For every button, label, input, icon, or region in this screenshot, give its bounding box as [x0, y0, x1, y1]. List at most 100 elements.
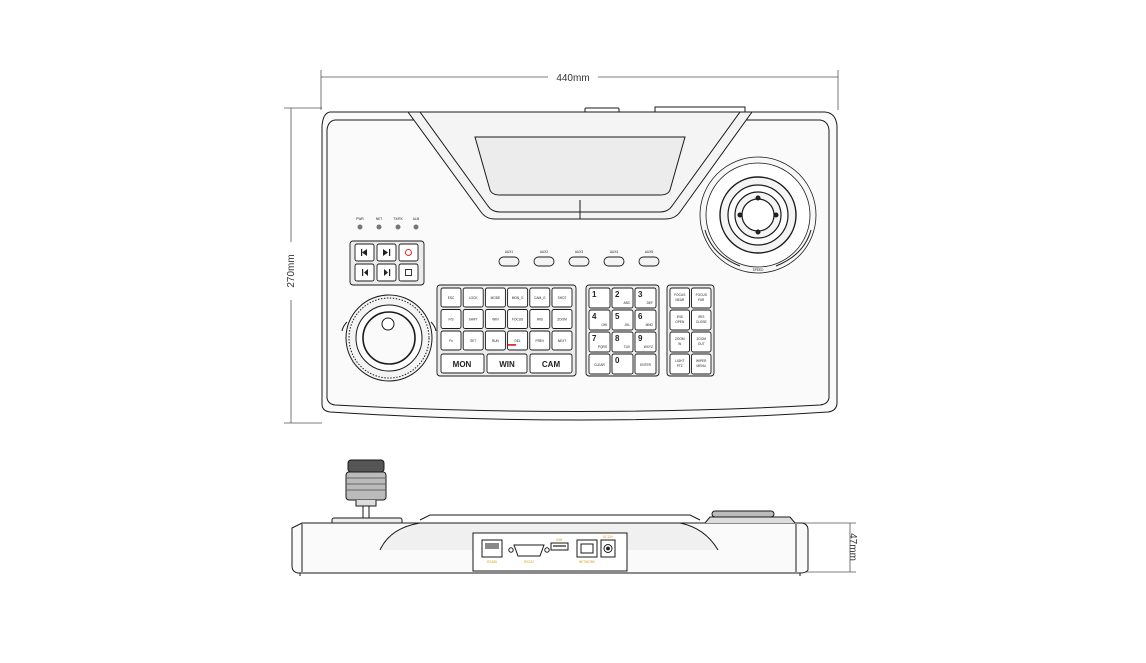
- key-label-f-s: F/S: [449, 318, 454, 322]
- key-win[interactable]: [484, 309, 506, 329]
- ptz-key-iris-close[interactable]: [691, 309, 712, 331]
- numpad-key-8[interactable]: [611, 331, 634, 353]
- ptz-key-label: FOCUS: [696, 293, 707, 297]
- key-label-next: NEXT: [558, 339, 567, 343]
- numpad-key-3[interactable]: [634, 287, 657, 309]
- numpad-sublabel: MNO: [646, 323, 654, 327]
- numpad-sublabel: CLEAR: [594, 363, 605, 367]
- key-label-shift: SHIFT: [469, 318, 478, 322]
- ptz-key-focus-far[interactable]: [691, 287, 712, 309]
- height-label: 270mm: [286, 254, 297, 287]
- cam-key[interactable]: [529, 353, 573, 374]
- ptz-key-label: LIGHT: [675, 359, 684, 363]
- key-fn[interactable]: [440, 330, 462, 351]
- numpad-digit: 8: [615, 334, 620, 343]
- net-led: [376, 224, 382, 230]
- key-label-mon-g: MON_G: [512, 296, 524, 300]
- key-mode[interactable]: [484, 287, 506, 308]
- ptz-key-light-ptz[interactable]: [669, 353, 690, 375]
- numpad-digit: 6: [638, 312, 643, 321]
- ptz-key-zoom-in[interactable]: [669, 331, 690, 353]
- ptz-key-label: ZOOM: [696, 337, 706, 341]
- ptz-key-label: NEAR: [675, 298, 685, 302]
- numpad-key-2[interactable]: [611, 287, 634, 309]
- rs232-port[interactable]: [513, 544, 545, 557]
- ptz-key-zoom-out[interactable]: [691, 331, 712, 353]
- numpad-key-4[interactable]: [588, 309, 611, 331]
- numpad-digit: 5: [615, 312, 620, 321]
- ptz-key-label: PTZ: [677, 364, 683, 368]
- pwr-led: [357, 224, 363, 230]
- numpad-sublabel: WXYZ: [644, 345, 653, 349]
- key-f-s[interactable]: [440, 309, 462, 329]
- cam-key-label: CAM: [542, 360, 561, 369]
- numpad-sublabel: GHI: [601, 323, 607, 327]
- key-set[interactable]: [462, 330, 484, 351]
- key-run[interactable]: [484, 330, 506, 351]
- key-prev[interactable]: [529, 330, 551, 351]
- aux3-button[interactable]: [568, 256, 590, 267]
- skip-back-icon: [362, 269, 368, 276]
- indicator-label-alm: ALM: [413, 217, 420, 221]
- numpad-key-9[interactable]: [634, 331, 657, 353]
- speed-label: SPEED: [753, 268, 765, 272]
- numpad-key-7[interactable]: [588, 331, 611, 353]
- key-cam-g[interactable]: [529, 287, 551, 308]
- indicator-label-txrx: TX/RX: [393, 217, 403, 221]
- aux1-button[interactable]: [498, 256, 520, 267]
- ptz-key-label: IRIS: [698, 315, 704, 319]
- depth-dimension: [800, 522, 856, 573]
- network-label: NETWORK: [579, 560, 596, 564]
- aux4-label: AUX4: [610, 250, 619, 254]
- rear-port-panel: [472, 532, 628, 572]
- key-iris[interactable]: [529, 309, 551, 329]
- key-mon-g[interactable]: [507, 287, 529, 308]
- key-next[interactable]: [551, 330, 573, 351]
- ptz-key-label: WIPER: [696, 359, 707, 363]
- ptz-key-label: FOCUS: [674, 293, 685, 297]
- ptz-key-focus-near[interactable]: [669, 287, 690, 309]
- ptz-key-label: FAR: [698, 298, 705, 302]
- ptz-key-label: ZOOM: [675, 337, 685, 341]
- numpad-key-1[interactable]: [588, 287, 611, 309]
- numpad-key-enter[interactable]: [634, 353, 657, 375]
- key-focus[interactable]: [507, 309, 529, 329]
- key-zoom[interactable]: [551, 309, 573, 329]
- aux1-label: AUX1: [505, 250, 514, 254]
- run-key-indicator: [508, 344, 516, 346]
- skip-forward-icon: [384, 269, 391, 276]
- numpad-key-5[interactable]: [611, 309, 634, 331]
- key-shot[interactable]: [551, 287, 573, 308]
- key-label-focus: FOCUS: [512, 318, 523, 322]
- ptz-key-label: MENU: [697, 364, 707, 368]
- stop-button[interactable]: [398, 263, 419, 282]
- ptz-key-wiper-menu[interactable]: [691, 353, 712, 375]
- ptz-joystick[interactable]: [699, 156, 817, 274]
- mon-key[interactable]: [440, 353, 485, 374]
- key-label-fn: Fn: [449, 339, 453, 343]
- numeric-keypad: [585, 284, 660, 377]
- key-label-run: RUN: [492, 339, 500, 343]
- ptz-key-iris-open[interactable]: [669, 309, 690, 331]
- status-indicators: PWR NET TX/RX ALM: [356, 217, 420, 230]
- jog-shuttle-dial[interactable]: [341, 294, 437, 382]
- numpad-key-0[interactable]: [611, 353, 634, 375]
- key-lock[interactable]: [462, 287, 484, 308]
- ptz-key-label: IRIS: [677, 315, 683, 319]
- aux5-button[interactable]: [638, 256, 660, 267]
- record-icon: [405, 249, 412, 256]
- record-button[interactable]: [398, 243, 419, 262]
- key-esc[interactable]: [440, 287, 462, 308]
- rewind-icon: [361, 249, 367, 256]
- function-keypad: [436, 284, 577, 377]
- win-key[interactable]: [486, 353, 528, 374]
- aux4-button[interactable]: [603, 256, 625, 267]
- media-icons: [361, 249, 412, 276]
- aux2-button[interactable]: [533, 256, 555, 267]
- key-shift[interactable]: [462, 309, 484, 329]
- key-label-lock: LOCK: [469, 296, 479, 300]
- key-label-prev: PREV: [535, 339, 545, 343]
- numpad-key-clear[interactable]: [588, 353, 611, 375]
- numpad-key-6[interactable]: [634, 309, 657, 331]
